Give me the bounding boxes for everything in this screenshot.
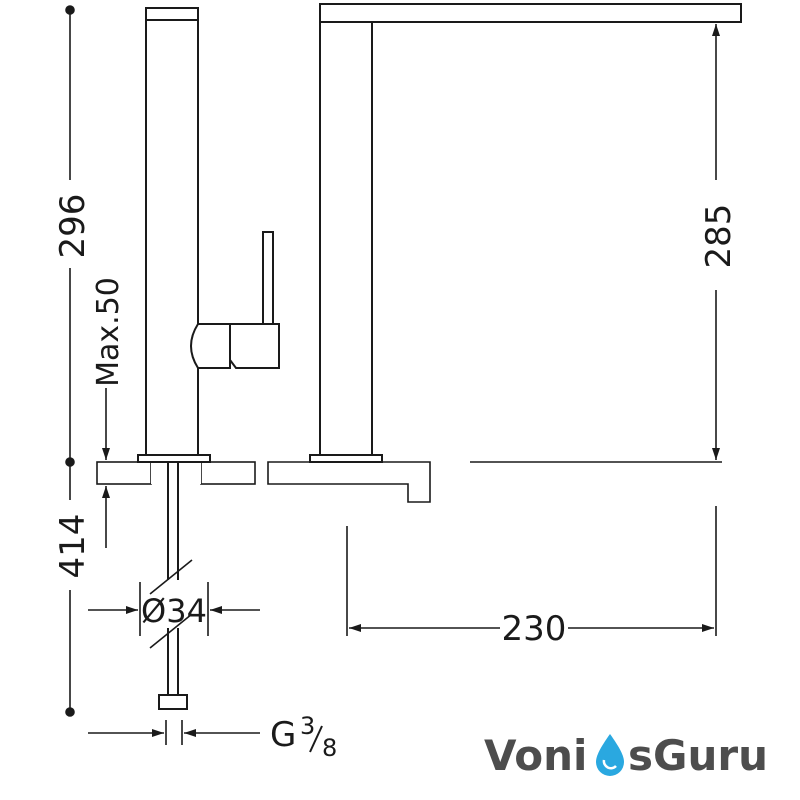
label-connection-denominator: 8 — [322, 734, 337, 762]
label-spout-height: 285 — [699, 204, 739, 269]
countertop — [96, 461, 431, 503]
label-max-thickness: Max.50 — [91, 277, 126, 387]
voniosguru-logo: Voni sGuru — [484, 731, 768, 780]
label-diameter: Ø34 — [141, 592, 207, 630]
label-connection-prefix: G — [270, 715, 296, 755]
logo-text-part2: sGuru — [628, 731, 768, 780]
water-drop-icon — [596, 734, 624, 776]
logo-text-part1: Voni — [484, 731, 587, 780]
label-height-total: 296 — [53, 194, 93, 259]
dimension-lines — [65, 5, 722, 745]
supply-hose — [149, 462, 193, 710]
faucet-front-view — [309, 3, 742, 463]
label-reach: 230 — [502, 609, 567, 649]
label-hose-length: 414 — [53, 514, 93, 579]
label-connection-numerator: 3 — [300, 712, 315, 740]
faucet-side-view — [137, 7, 280, 463]
label-connection: G 3 8 — [270, 712, 337, 762]
